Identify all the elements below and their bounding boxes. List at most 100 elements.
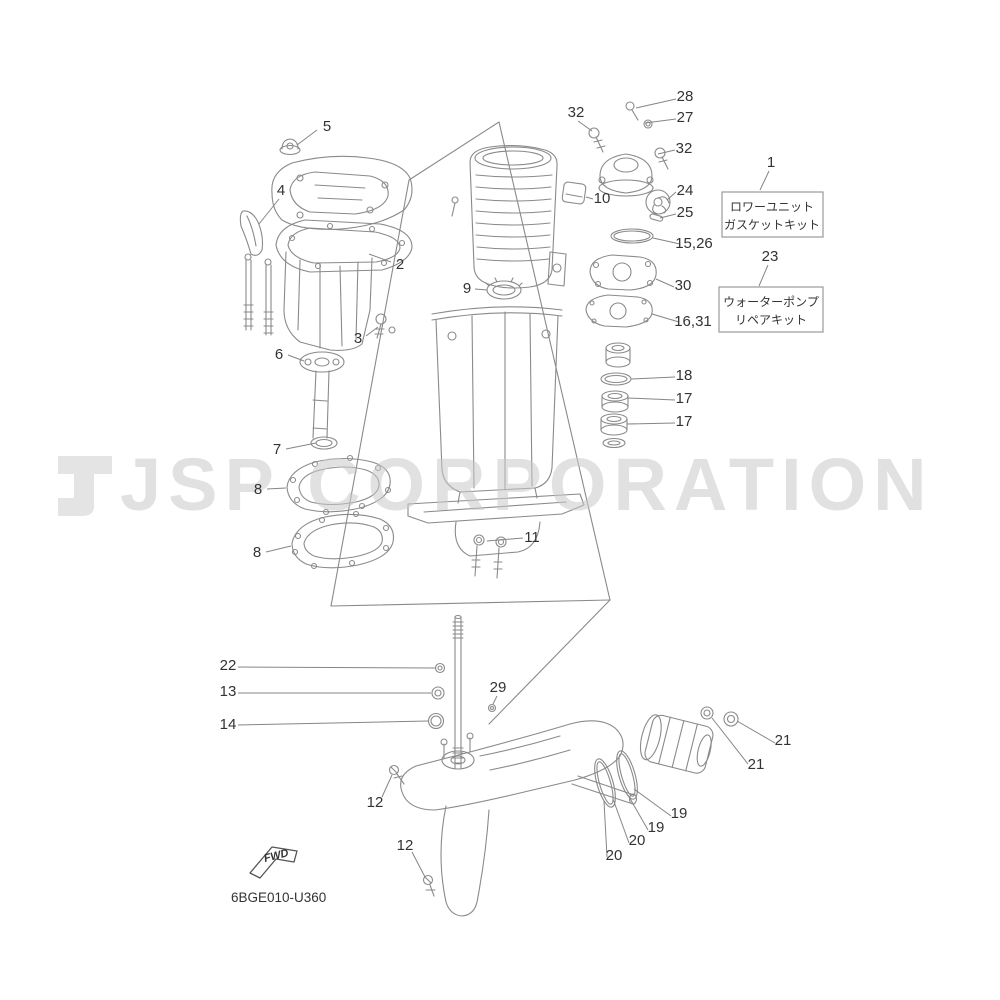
part-6-flange-tube-drawing xyxy=(299,351,345,439)
part-number-label: 11 xyxy=(524,529,540,546)
part-number-label: 14 xyxy=(220,716,237,733)
part-17-seal-lower-drawing xyxy=(600,413,628,436)
part-18-oring-drawing xyxy=(600,372,632,386)
part-number-label: 19 xyxy=(648,819,665,836)
part-11-nuts-drawing xyxy=(471,534,507,579)
part-3-bolt-drawing xyxy=(374,313,396,339)
part-number-label: 7 xyxy=(273,441,281,458)
watermark-text: JSP CORPORATION xyxy=(120,443,934,526)
leader-line xyxy=(486,537,524,542)
leader-line xyxy=(666,191,677,201)
leader-line xyxy=(285,442,317,450)
leader-line xyxy=(657,149,676,155)
part-number-label: 5 xyxy=(323,118,331,135)
part-4-bracket-drawing xyxy=(239,210,264,256)
leader-line xyxy=(365,326,379,337)
leader-line xyxy=(635,98,677,109)
part-number-labels-layer: 542367889101132282732242515,263016,31181… xyxy=(220,88,792,864)
part-number-label: 9 xyxy=(463,280,471,297)
part-main-housing-drawing xyxy=(407,306,585,557)
part-8-plate-lower-drawing xyxy=(291,510,395,570)
leader-line xyxy=(237,720,429,726)
leader-line xyxy=(627,794,649,831)
part-32-bolt-left-drawing xyxy=(588,127,606,153)
leader-line xyxy=(612,798,630,844)
leader-line xyxy=(265,545,292,553)
part-number-label: 12 xyxy=(367,794,384,811)
part-25-key-drawing xyxy=(649,213,664,222)
part-number-label: 12 xyxy=(397,837,414,854)
leader-line xyxy=(626,422,676,425)
part-water-pump-housing-drawing xyxy=(598,153,654,197)
leader-lines-layer xyxy=(237,98,776,878)
part-number-label: 18 xyxy=(676,367,693,384)
part-washer-bottom-drawing xyxy=(602,437,626,449)
part-24-impeller-drawing xyxy=(645,189,671,215)
part-number-label: 21 xyxy=(748,756,765,773)
part-gearcase-drawing xyxy=(400,720,638,917)
leader-line xyxy=(633,788,672,817)
part-number-label: 8 xyxy=(254,481,262,498)
part-number-label: 19 xyxy=(671,805,688,822)
leader-line xyxy=(577,120,593,132)
part-10-mount-drawing xyxy=(561,181,587,205)
part-bearing-carrier-drawing xyxy=(639,714,714,774)
leader-line xyxy=(655,278,675,288)
part-driveshaft-drawing xyxy=(452,614,464,769)
leader-line xyxy=(237,666,436,669)
leader-line xyxy=(492,695,498,705)
leader-line xyxy=(627,397,676,401)
part-number-label: 3 xyxy=(354,330,362,347)
part-2-gasket-drawing xyxy=(275,219,413,273)
part-16-31-gasket-drawing xyxy=(585,294,653,328)
gasket-kit-line-1: ロワーユニット xyxy=(730,200,814,214)
part-number-label: 1 xyxy=(767,154,775,171)
part-number-label: 30 xyxy=(675,277,692,294)
part-number-label: 32 xyxy=(676,140,693,157)
leader-line xyxy=(630,376,676,380)
water-pump-kit-line-2: リペアキット xyxy=(735,313,807,327)
part-28-bolt-drawing xyxy=(625,101,639,121)
part-number-label: 27 xyxy=(677,109,694,126)
part-number-label: 13 xyxy=(220,683,237,700)
part-spacer-drawing xyxy=(605,342,631,368)
part-muffler-drawing xyxy=(451,144,567,289)
part-number-label: 32 xyxy=(568,104,585,121)
part-number-label: 17 xyxy=(676,413,693,430)
leader-line xyxy=(603,800,608,858)
part-number-label: 29 xyxy=(490,679,507,696)
part-22-washer-drawing xyxy=(434,662,446,674)
part-studs-drawing xyxy=(243,253,274,336)
part-number-label: 6 xyxy=(275,346,283,363)
diagram-code: 6BGE010-U360 xyxy=(231,890,326,905)
part-number-label: 25 xyxy=(677,204,694,221)
part-number-label: 24 xyxy=(677,182,694,199)
leader-line xyxy=(368,253,392,263)
part-17-seal-upper-drawing xyxy=(601,390,629,413)
leader-line xyxy=(736,720,776,744)
part-number-label: 20 xyxy=(629,832,646,849)
leader-line xyxy=(287,354,305,362)
part-number-label: 17 xyxy=(676,390,693,407)
water-pump-kit-box: ウォーターポンプ リペアキット xyxy=(718,286,824,333)
part-upper-casing-drawing xyxy=(271,155,413,230)
part-number-label: 28 xyxy=(677,88,694,105)
leader-line xyxy=(759,170,770,191)
leader-line xyxy=(411,851,426,878)
watermark: JSP CORPORATION xyxy=(58,443,934,526)
part-number-label: 8 xyxy=(253,544,261,561)
fwd-label: FWD xyxy=(263,847,290,865)
water-pump-kit-line-1: ウォーターポンプ xyxy=(723,295,819,309)
part-number-label: 23 xyxy=(762,248,779,265)
leader-line xyxy=(644,118,677,124)
leader-line xyxy=(266,487,287,490)
leader-line xyxy=(258,198,280,225)
leader-line xyxy=(651,313,680,323)
part-number-label: 2 xyxy=(396,256,404,273)
leader-line xyxy=(474,288,488,291)
part-12-screw-skeg-drawing xyxy=(422,874,436,897)
part-15-26-oring-drawing xyxy=(610,228,654,244)
part-8-gasket-upper-drawing xyxy=(286,454,392,516)
